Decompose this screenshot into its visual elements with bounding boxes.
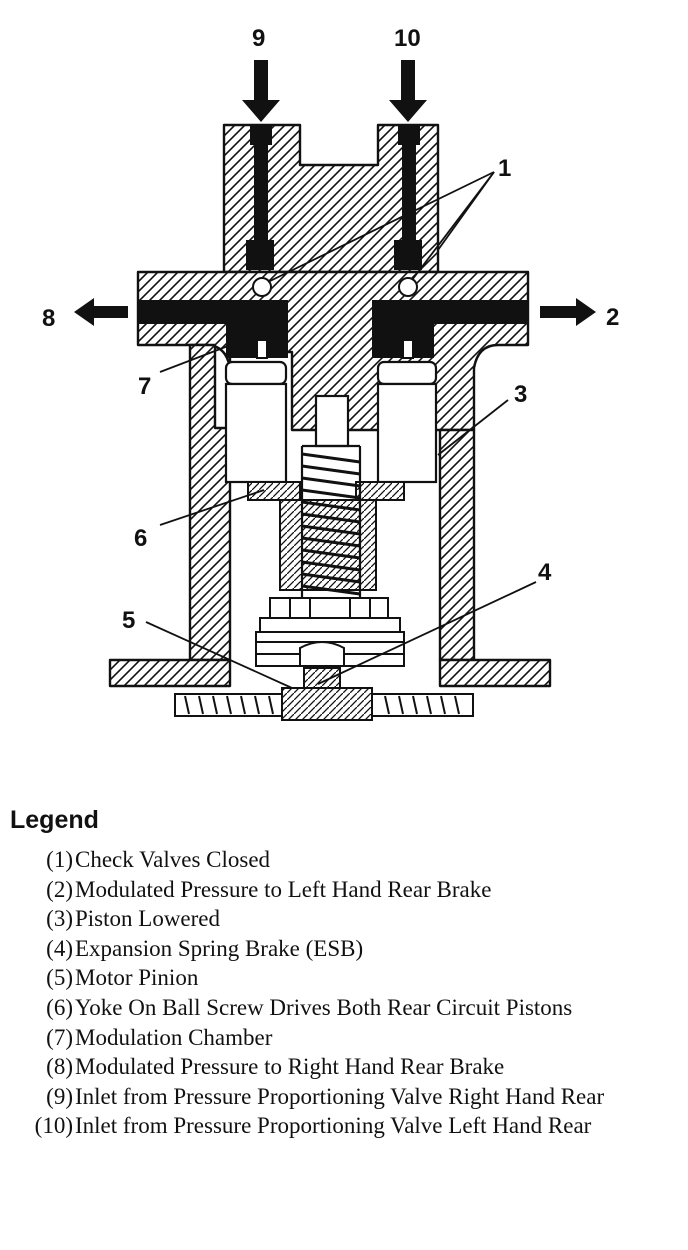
legend-item: (1)Check Valves Closed [10,845,680,875]
inlet-arrows [242,60,427,122]
esb-modulator-diagram: 1 2 3 4 5 6 7 8 9 10 [42,25,619,721]
callout-8: 8 [42,305,55,332]
legend-item: (2)Modulated Pressure to Left Hand Rear … [10,875,680,905]
leader-lines [145,171,537,689]
callout-9: 9 [252,25,265,52]
legend-item-text: Modulated Pressure to Left Hand Rear Bra… [75,876,492,902]
callout-7: 7 [138,373,151,400]
callout-4: 4 [538,559,552,586]
legend-item-number: (6) [46,994,73,1020]
ball-screw-spring [300,394,362,600]
yoke [247,481,405,591]
legend-item-number: (2) [46,876,73,902]
legend-item-text: Modulation Chamber [75,1024,273,1050]
legend-item-number: (7) [46,1024,73,1050]
legend-item-number: (9) [46,1083,73,1109]
legend-item-number: (1) [46,847,73,872]
legend-item-text: Modulated Pressure to Right Hand Rear Br… [75,1054,505,1080]
legend-item-text: Inlet from Pressure Proportioning Valve … [75,1083,605,1109]
legend-title: Legend [10,806,99,834]
pistons [224,360,438,484]
outlet-arrows [74,298,596,326]
legend-item-number: (8) [46,1054,73,1080]
legend-item: (10)Inlet from Pressure Proportioning Va… [10,1111,680,1141]
callout-6: 6 [134,525,147,552]
check-valve-balls [252,277,418,359]
legend-item: (5)Motor Pinion [10,963,680,993]
legend-item-number: (4) [46,935,73,961]
callout-5: 5 [122,607,135,634]
legend-item-text: Expansion Spring Brake (ESB) [75,935,364,961]
legend-item: (9)Inlet from Pressure Proportioning Val… [10,1082,680,1112]
callout-labels: 1 2 3 4 5 6 7 8 9 10 [42,25,619,634]
legend-item-text: Inlet from Pressure Proportioning Valve … [75,1113,592,1139]
legend-item-text: Piston Lowered [75,906,221,932]
legend-list: (1)Check Valves Closed (2)Modulated Pres… [10,845,680,1141]
legend-item: (4)Expansion Spring Brake (ESB) [10,934,680,964]
callout-10: 10 [394,25,421,52]
legend-item: (3)Piston Lowered [10,904,680,934]
callout-2: 2 [606,304,619,331]
motor-gear [174,687,474,721]
legend: Legend (1)Check Valves Closed (2)Modulat… [10,806,680,1141]
legend-item: (8)Modulated Pressure to Right Hand Rear… [10,1052,680,1082]
callout-3: 3 [514,381,527,408]
legend-item-text: Yoke On Ball Screw Drives Both Rear Circ… [75,994,573,1020]
legend-item-text: Motor Pinion [75,965,199,991]
legend-item: (7)Modulation Chamber [10,1023,680,1053]
legend-item-number: (3) [46,906,73,932]
callout-1: 1 [498,155,511,182]
legend-item-number: (5) [46,965,73,991]
legend-item-text: Check Valves Closed [75,847,271,872]
legend-item-number: (10) [34,1113,73,1139]
motor-assembly [255,597,405,689]
legend-item: (6)Yoke On Ball Screw Drives Both Rear C… [10,993,680,1023]
